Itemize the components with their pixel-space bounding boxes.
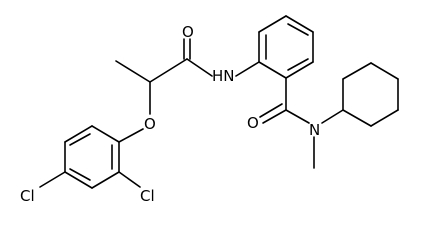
- atom-label-chlorine-left: Cl: [20, 187, 35, 205]
- bond-ringA-cl-right: [118, 171, 141, 188]
- bond-ringA-cl-left: [39, 171, 66, 188]
- atom-label-amide-nh: HN: [212, 67, 235, 85]
- bond-n-cyclohexyl: [321, 109, 344, 124]
- ringB-bond-3: [285, 15, 314, 33]
- ringB-bond-5-inner: [287, 58, 309, 71]
- cyhex-bond-6: [342, 109, 372, 127]
- ringA-bond-5: [91, 171, 120, 189]
- cyhex-bond-5: [370, 109, 399, 127]
- ringB-bond-6: [258, 61, 287, 79]
- ringB-bond-5: [285, 61, 314, 79]
- atom-label-amide-oxygen-2: O: [247, 114, 259, 132]
- structure-diagram: O HN O O N Cl Cl: [20, 15, 399, 205]
- atom-label-chlorine-right: Cl: [140, 187, 155, 205]
- bond-nh-ringB: [235, 61, 260, 77]
- atom-label-amide-oxygen-1: O: [182, 23, 194, 41]
- ringA-bond-1: [91, 125, 120, 143]
- bond-c1-ch: [149, 58, 188, 83]
- bond-c2-n: [285, 109, 310, 124]
- cyhex-bond-2: [342, 62, 372, 80]
- ringA-bond-4: [64, 171, 93, 189]
- ringB-bond-2: [258, 15, 287, 33]
- bond-c2-o2-b: [259, 103, 283, 118]
- ringB-bond-3-inner: [287, 23, 309, 36]
- bond-c2-o2-a: [262, 109, 287, 124]
- bond-c1-nh: [186, 58, 213, 77]
- atom-label-ether-oxygen: O: [144, 115, 156, 133]
- ringA-bond-2: [64, 125, 93, 143]
- ringA-bond-4-inner: [69, 168, 91, 181]
- ringA-bond-2-inner: [69, 133, 91, 146]
- bond-oether-ringA: [118, 128, 144, 143]
- bond-ch-methyl: [115, 60, 151, 83]
- cyhex-bond-3: [370, 62, 399, 80]
- molecule-canvas: O HN O O N Cl Cl: [20, 15, 399, 205]
- atom-label-amide-nitrogen: N: [309, 121, 320, 139]
